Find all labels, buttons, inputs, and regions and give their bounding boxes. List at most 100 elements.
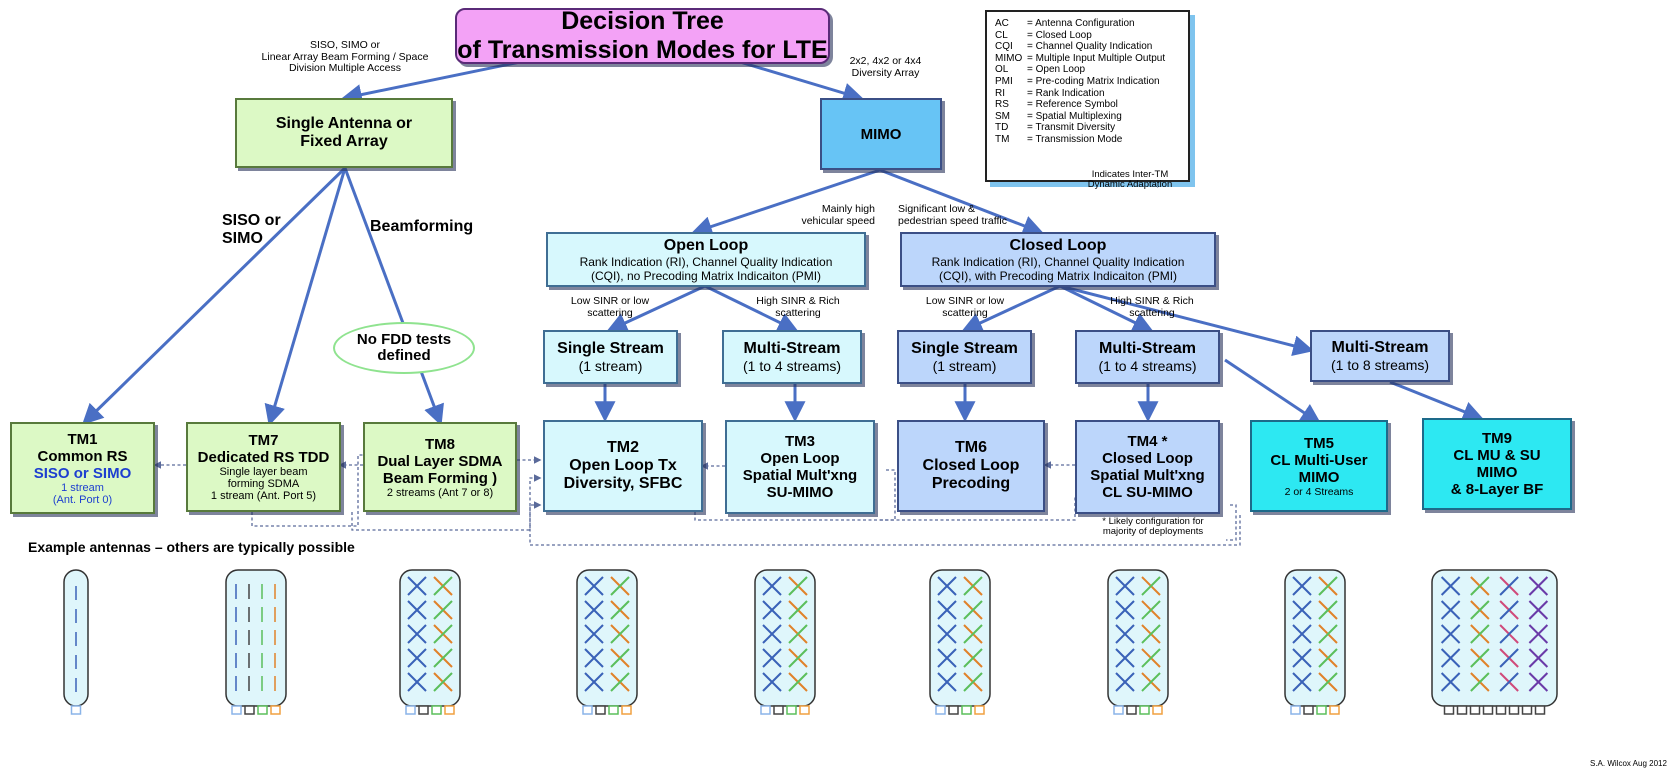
title-line2: of Transmission Modes for LTE: [457, 36, 828, 64]
antenna-element: [937, 600, 957, 620]
cl-high-line1: High SINR & Rich: [1110, 295, 1194, 307]
antenna-element: [788, 576, 808, 596]
diversity-line2: Diversity Array: [851, 66, 920, 79]
antenna-element: [788, 648, 808, 668]
antenna-element: [584, 648, 604, 668]
antenna-port: [1456, 705, 1468, 715]
antenna-element: [584, 672, 604, 692]
antenna-element: [1318, 672, 1338, 692]
legend-abbr: SM: [995, 110, 1010, 122]
antenna-element: [937, 672, 957, 692]
antenna-port: [1495, 705, 1507, 715]
antenna-body: [399, 569, 461, 707]
cl-low-line1: Low SINR or low: [925, 295, 1005, 307]
antenna-element: [433, 648, 453, 668]
inter-tm-line1: Indicates Inter-TM: [1091, 169, 1169, 180]
antenna-element: [762, 576, 782, 596]
antenna-port: [1508, 705, 1520, 715]
edge-label-cl-high: High SINR & Rich scattering: [1102, 295, 1202, 319]
tm4-l4: CL SU-MIMO: [1102, 484, 1193, 501]
legend-def: = Spatial Multiplexing: [1027, 110, 1122, 122]
tm3-box: TM3 Open Loop Spatial Mult'xng SU-MIMO: [725, 420, 875, 514]
antenna-element: [1318, 600, 1338, 620]
edge-cl-single: [961, 284, 1061, 333]
tm7-l2: Dedicated RS TDD: [197, 449, 330, 466]
tm7-l5: 1 stream (Ant. Port 5): [210, 490, 317, 502]
antenna-port: [1139, 705, 1150, 715]
antenna-port: [244, 705, 255, 715]
legend-row: CQI = Channel Quality Indication: [995, 41, 1180, 53]
antenna-element: [584, 624, 604, 644]
antenna-element: [1318, 576, 1338, 596]
ol-multi-sub: (1 to 4 streams): [742, 358, 842, 374]
antenna-element: [1292, 672, 1312, 692]
closed-loop-title: Closed Loop: [1009, 236, 1107, 254]
antenna-element: [1499, 624, 1519, 644]
antenna-element: [1440, 648, 1461, 668]
antenna-example-7: [1107, 569, 1169, 715]
vehicular-line1: Mainly high: [821, 203, 875, 215]
antenna-element: [407, 648, 427, 668]
title-box: Decision Tree of Transmission Modes for …: [455, 6, 830, 64]
antenna-element: [1470, 576, 1490, 596]
edge-clmulti8-tm9: [1389, 380, 1484, 422]
antenna-element: [1440, 576, 1461, 596]
example-caption: Example antennas – others are typically …: [28, 539, 355, 555]
dash-tm7-loop: [251, 451, 372, 527]
antenna-element: [1470, 648, 1490, 668]
antenna-body: [929, 569, 991, 707]
legend-row: SM = Spatial Multiplexing: [995, 111, 1180, 123]
antenna-element: [1528, 648, 1549, 668]
edge-clmulti-tm5: [1224, 358, 1322, 425]
antenna-element: [1115, 624, 1135, 644]
edge-mimo-cl: [879, 168, 1044, 236]
antenna-element: [1115, 672, 1135, 692]
antenna-element: [1499, 600, 1519, 620]
siso-top-line3: Division Multiple Access: [288, 62, 402, 75]
cl-multi-sub: (1 to 4 streams): [1098, 358, 1197, 374]
credit: S.A. Wilcox Aug 2012: [1590, 759, 1667, 768]
legend-def: = Transmit Diversity: [1027, 122, 1116, 134]
pedestrian-line2: pedestrian speed traffic: [898, 214, 1007, 227]
single-antenna-box: Single Antenna or Fixed Array: [235, 98, 453, 168]
antenna-body: [1107, 569, 1169, 707]
open-loop-line1: Rank Indication (RI), Channel Quality In…: [579, 254, 833, 269]
legend-def: = Channel Quality Indication: [1027, 41, 1153, 53]
legend-def: = Reference Symbol: [1027, 99, 1118, 111]
tm5-l3: MIMO: [1298, 468, 1340, 486]
tm5-l2: CL Multi-User: [1270, 451, 1368, 469]
legend-def: = Closed Loop: [1027, 29, 1092, 41]
tm8-l1: TM8: [425, 435, 455, 453]
legend-row: OL= Open Loop: [995, 64, 1180, 76]
legend-row: AC= Antenna Configuration: [995, 18, 1180, 30]
ol-low-line1: Low SINR or low: [570, 295, 650, 307]
edge-label-vehicular: Mainly high vehicular speed: [790, 203, 875, 227]
antenna-port: [760, 705, 771, 715]
antenna-element: [1292, 648, 1312, 668]
edge-label-siso-simo: SISO or SIMO: [222, 212, 281, 247]
open-loop-title: Open Loop: [663, 236, 749, 254]
antenna-element: [433, 624, 453, 644]
tm2-l3: Diversity, SFBC: [563, 475, 683, 492]
antenna-element: [610, 600, 630, 620]
antenna-port: [1329, 705, 1340, 715]
legend-abbr: CQI: [995, 41, 1013, 53]
open-loop-box: Open Loop Rank Indication (RI), Channel …: [546, 232, 866, 287]
legend-abbr: OL: [995, 64, 1009, 76]
legend-abbr: RS: [995, 99, 1009, 111]
antenna-port: [1316, 705, 1327, 715]
tm4-note-line2: majority of deployments: [1102, 526, 1204, 538]
edge-mimo-ol: [691, 168, 881, 237]
tm8-l4: 2 streams (Ant 7 or 8): [386, 486, 494, 499]
edge-ol-multi: [704, 284, 799, 333]
antenna-body: [754, 569, 816, 707]
tm2-l2: Open Loop Tx: [569, 457, 677, 474]
title-line1: Decision Tree: [561, 6, 724, 35]
antenna-element: [1141, 576, 1161, 596]
antenna-example-1: [63, 569, 89, 715]
ol-low-line2: scattering: [587, 306, 633, 319]
antenna-port: [1126, 705, 1137, 715]
antenna-port: [231, 705, 242, 715]
antenna-element: [610, 648, 630, 668]
